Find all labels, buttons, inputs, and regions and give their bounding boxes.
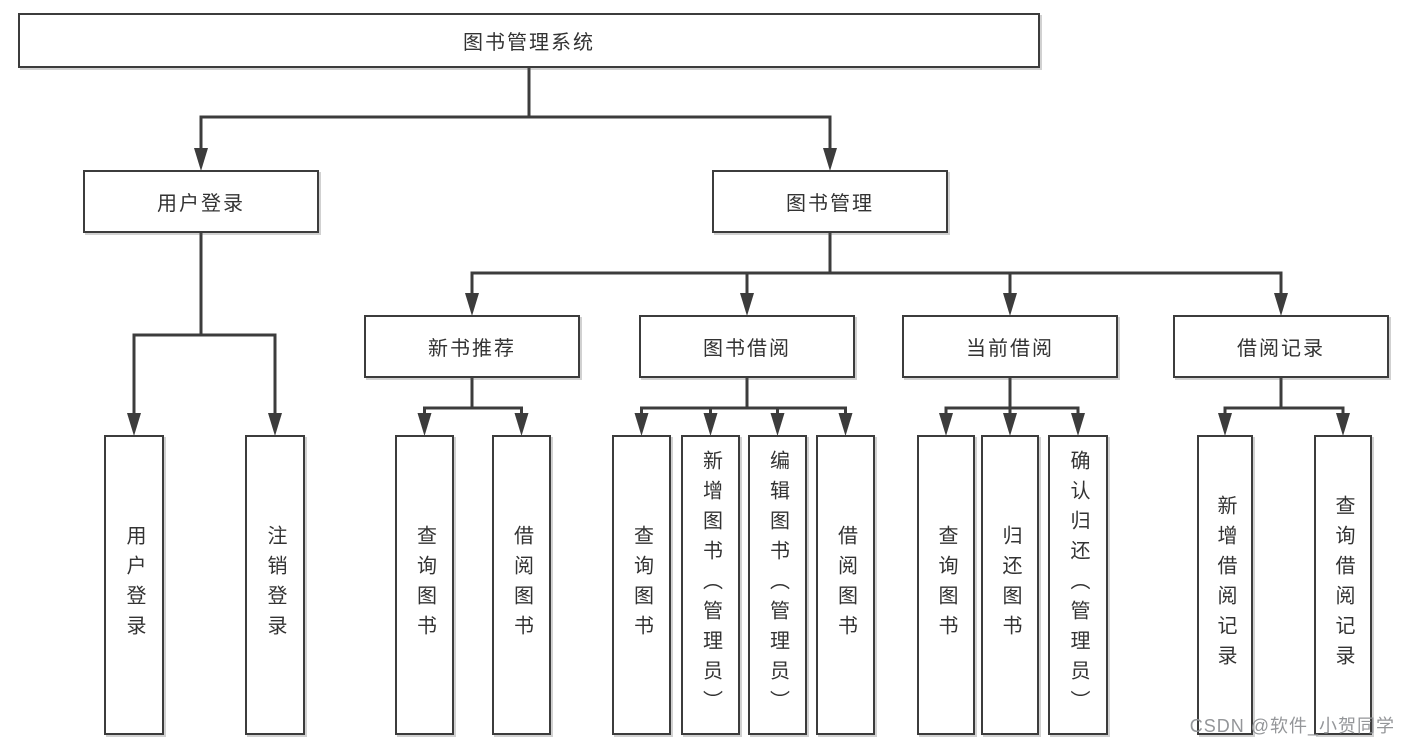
node-book-management: 图书管理 bbox=[712, 170, 948, 233]
leaf-return-books-label: 归还图书 bbox=[999, 525, 1021, 645]
leaf-query-books-current-label: 查询图书 bbox=[935, 525, 957, 645]
leaf-user-login: 用户登录 bbox=[104, 435, 164, 735]
arrow-down-icon bbox=[1071, 413, 1085, 436]
leaf-query-borrow-record-label: 查询借阅记录 bbox=[1332, 495, 1354, 675]
leaf-edit-book-admin-label: 编辑图书（管理员） bbox=[766, 450, 789, 720]
node-new-book-recommend-label: 新书推荐 bbox=[428, 338, 516, 360]
connector-root-to-level2 bbox=[194, 66, 837, 171]
csdn-watermark: CSDN @软件_小贺同学 bbox=[1189, 716, 1395, 736]
leaf-edit-book-admin: 编辑图书（管理员） bbox=[748, 435, 807, 735]
leaf-confirm-return-admin-label: 确认归还（管理员） bbox=[1067, 450, 1089, 720]
arrow-down-icon bbox=[514, 413, 529, 436]
leaf-logout: 注销登录 bbox=[245, 435, 305, 735]
node-user-login: 用户登录 bbox=[83, 170, 319, 233]
connector-book-management-children bbox=[465, 231, 1288, 316]
leaf-user-login-label: 用户登录 bbox=[123, 525, 145, 645]
leaf-add-borrow-record: 新增借阅记录 bbox=[1197, 435, 1253, 735]
arrow-down-icon bbox=[1274, 293, 1288, 316]
node-library-management-system-label: 图书管理系统 bbox=[463, 32, 595, 54]
leaf-query-books-recommend-label: 查询图书 bbox=[413, 525, 436, 645]
arrow-down-icon bbox=[838, 413, 853, 436]
arrow-down-icon bbox=[823, 148, 837, 171]
leaf-borrow-books-borrowing-label: 借阅图书 bbox=[834, 525, 857, 645]
arrow-down-icon bbox=[194, 148, 208, 171]
leaf-query-books-recommend: 查询图书 bbox=[395, 435, 454, 735]
arrow-down-icon bbox=[1003, 413, 1017, 436]
connector-user-login-children bbox=[127, 231, 282, 436]
leaf-query-books-borrowing-label: 查询图书 bbox=[630, 525, 653, 645]
leaf-borrow-books-recommend: 借阅图书 bbox=[492, 435, 551, 735]
leaf-borrow-books-recommend-label: 借阅图书 bbox=[510, 525, 533, 645]
arrow-down-icon bbox=[268, 413, 282, 436]
arrow-down-icon bbox=[127, 413, 141, 436]
node-current-borrowing: 当前借阅 bbox=[902, 315, 1118, 378]
arrow-down-icon bbox=[1336, 413, 1350, 436]
arrow-down-icon bbox=[1218, 413, 1232, 436]
node-book-management-label: 图书管理 bbox=[786, 193, 874, 215]
leaf-logout-label: 注销登录 bbox=[264, 525, 286, 645]
node-book-borrowing: 图书借阅 bbox=[639, 315, 855, 378]
arrow-down-icon bbox=[703, 413, 718, 436]
arrow-down-icon bbox=[770, 413, 785, 436]
leaf-borrow-books-borrowing: 借阅图书 bbox=[816, 435, 875, 735]
node-user-login-label: 用户登录 bbox=[157, 193, 245, 215]
arrow-down-icon bbox=[465, 293, 479, 316]
node-library-management-system: 图书管理系统 bbox=[18, 13, 1040, 68]
leaf-return-books: 归还图书 bbox=[981, 435, 1039, 735]
connector-current-borrowing-children bbox=[939, 376, 1085, 436]
leaf-query-borrow-record: 查询借阅记录 bbox=[1314, 435, 1372, 735]
arrow-down-icon bbox=[417, 413, 432, 436]
node-current-borrowing-label: 当前借阅 bbox=[966, 338, 1054, 360]
connector-book-borrowing-children bbox=[634, 376, 853, 436]
arrow-down-icon bbox=[939, 413, 953, 436]
node-borrowing-records-label: 借阅记录 bbox=[1237, 338, 1325, 360]
arrow-down-icon bbox=[740, 293, 754, 316]
arrow-down-icon bbox=[634, 413, 649, 436]
leaf-add-book-admin-label: 新增图书（管理员） bbox=[699, 450, 722, 720]
node-borrowing-records: 借阅记录 bbox=[1173, 315, 1389, 378]
leaf-confirm-return-admin: 确认归还（管理员） bbox=[1048, 435, 1108, 735]
leaf-query-books-borrowing: 查询图书 bbox=[612, 435, 671, 735]
arrow-down-icon bbox=[1003, 293, 1017, 316]
leaf-add-book-admin: 新增图书（管理员） bbox=[681, 435, 740, 735]
node-new-book-recommend: 新书推荐 bbox=[364, 315, 580, 378]
leaf-query-books-current: 查询图书 bbox=[917, 435, 975, 735]
node-book-borrowing-label: 图书借阅 bbox=[703, 338, 791, 360]
connector-borrowing-records-children bbox=[1218, 376, 1350, 436]
leaf-add-borrow-record-label: 新增借阅记录 bbox=[1214, 495, 1236, 675]
connector-new-book-recommend-children bbox=[417, 376, 529, 436]
